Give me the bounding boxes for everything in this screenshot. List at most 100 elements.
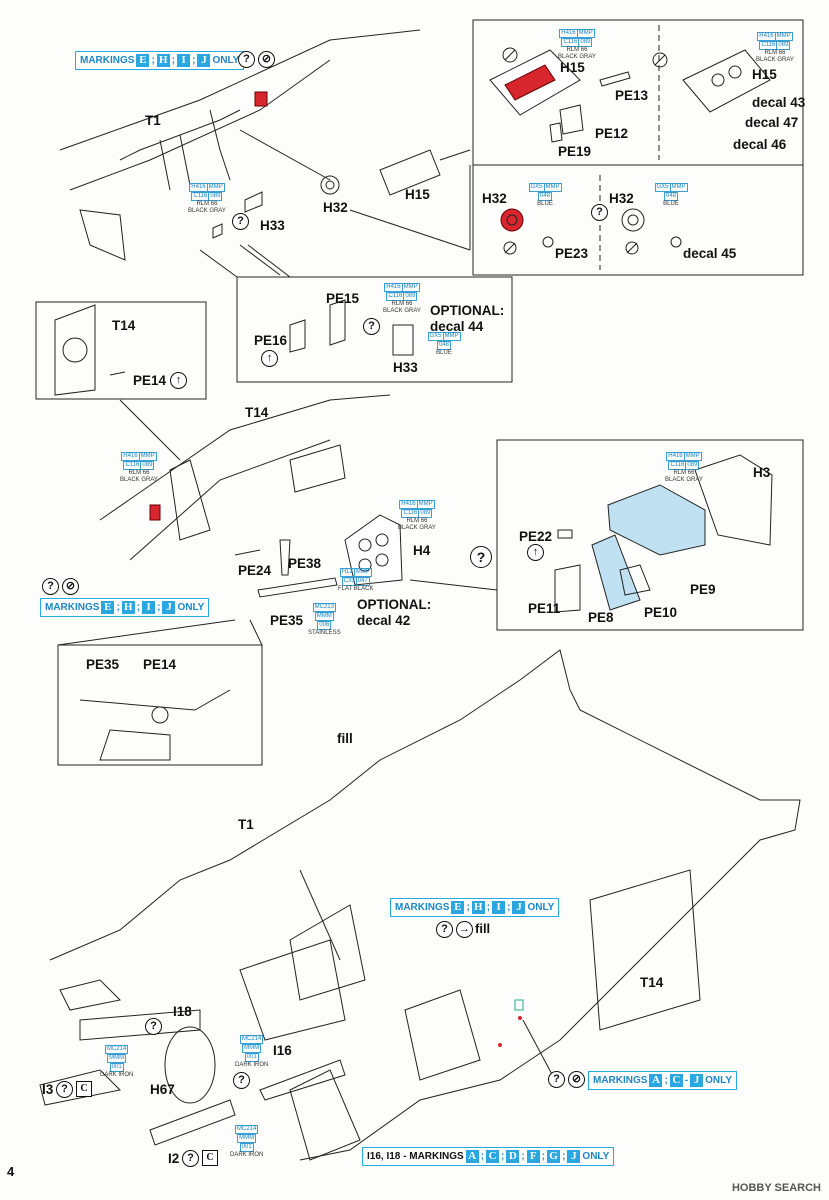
part-label: PE13 bbox=[615, 88, 649, 103]
markings-suffix: ONLY bbox=[705, 1075, 733, 1086]
part-label: H67 bbox=[150, 1082, 175, 1097]
part-label: PE19 bbox=[558, 144, 592, 159]
marking-key: A bbox=[649, 1074, 663, 1087]
arrow-up-icon: ↑ bbox=[170, 372, 187, 389]
marking-key: J bbox=[197, 54, 211, 67]
part-label: H33 bbox=[393, 360, 418, 375]
part-label: I3 bbox=[42, 1082, 54, 1097]
question-icon: ? bbox=[548, 1071, 565, 1088]
marking-key: E bbox=[101, 601, 115, 614]
question-icon: ? bbox=[470, 546, 492, 568]
no-glue-icon: ⊘ bbox=[568, 1071, 585, 1088]
part-label: T1 bbox=[145, 113, 161, 128]
part-label: I16 bbox=[273, 1043, 292, 1058]
marking-key: H bbox=[121, 601, 135, 614]
part-label: H32 bbox=[482, 191, 507, 206]
part-label: decal 47 bbox=[745, 115, 799, 130]
part-label: T1 bbox=[238, 817, 254, 832]
marking-key: H bbox=[156, 54, 170, 67]
part-label: PE35 bbox=[86, 657, 120, 672]
question-icon: ? bbox=[363, 318, 380, 335]
marking-key: C bbox=[486, 1150, 500, 1163]
arrow-up-icon: ↑ bbox=[261, 350, 278, 367]
part-label: H15 bbox=[405, 187, 430, 202]
part-label: PE14 bbox=[143, 657, 177, 672]
c-square-icon: C bbox=[202, 1150, 218, 1166]
question-icon: ? bbox=[233, 1072, 250, 1089]
part-label: fill bbox=[475, 921, 491, 936]
markings-box-top: MARKINGS E; H; I; J ONLY bbox=[75, 51, 245, 70]
markings-box-tail: MARKINGS A; C- J ONLY bbox=[588, 1071, 738, 1090]
markings-suffix: ONLY bbox=[527, 902, 555, 913]
paint-callout: MC214 MMM 001 DARK IRON bbox=[230, 1125, 264, 1158]
part-label: PE8 bbox=[588, 610, 614, 625]
part-label: fill bbox=[337, 731, 353, 746]
paint-callout: MC214 MMM 001 DARK IRON bbox=[100, 1045, 134, 1078]
marking-key: I bbox=[177, 54, 191, 67]
markings-box-bottom: I16, I18 - MARKINGS A; C; D; F; G; J ONL… bbox=[362, 1147, 615, 1166]
markings-box-middle: MARKINGS E; H; I; J ONLY bbox=[40, 598, 210, 617]
part-label: decal 45 bbox=[683, 246, 737, 261]
part-label: H15 bbox=[560, 60, 585, 75]
part-label: I2 bbox=[168, 1151, 180, 1166]
part-label: decal 42 bbox=[357, 613, 411, 628]
paint-callout: MC214 MMM 001 DARK IRON bbox=[235, 1035, 269, 1068]
marking-key: I bbox=[142, 601, 156, 614]
part-label: PE22 bbox=[519, 529, 553, 544]
markings-suffix: ONLY bbox=[582, 1151, 610, 1162]
part-label: decal 46 bbox=[733, 137, 787, 152]
part-label: OPTIONAL: bbox=[357, 597, 432, 612]
question-icon: ? bbox=[182, 1150, 199, 1167]
page-number: 4 bbox=[7, 1164, 15, 1179]
part-label: PE38 bbox=[288, 556, 322, 571]
markings-prefix: MARKINGS bbox=[80, 55, 135, 66]
part-label: PE35 bbox=[270, 613, 304, 628]
no-glue-icon: ⊘ bbox=[62, 578, 79, 595]
markings-suffix: ONLY bbox=[212, 55, 240, 66]
markings-box-lower: MARKINGS E; H; I; J ONLY bbox=[390, 898, 560, 917]
part-label: H32 bbox=[323, 200, 348, 215]
marking-key: A bbox=[465, 1150, 479, 1163]
part-label: T14 bbox=[640, 975, 664, 990]
part-label: PE14 bbox=[133, 373, 167, 388]
part-label: H33 bbox=[260, 218, 285, 233]
marking-key: E bbox=[136, 54, 150, 67]
part-label: OPTIONAL: bbox=[430, 303, 505, 318]
markings-prefix: I16, I18 - MARKINGS bbox=[367, 1151, 464, 1162]
marking-key: J bbox=[567, 1150, 581, 1163]
watermark: HOBBY SEARCH bbox=[731, 1182, 821, 1194]
arrow-up-icon: ↑ bbox=[527, 544, 544, 561]
part-label: PE23 bbox=[555, 246, 589, 261]
marking-key: J bbox=[690, 1074, 704, 1087]
marking-key: J bbox=[162, 601, 176, 614]
marking-key: J bbox=[512, 901, 526, 914]
part-label: T14 bbox=[112, 318, 136, 333]
part-label: PE11 bbox=[528, 601, 561, 616]
marking-key: D bbox=[506, 1150, 520, 1163]
marking-key: G bbox=[547, 1150, 561, 1163]
part-label: decal 43 bbox=[752, 95, 806, 110]
marking-key: F bbox=[526, 1150, 540, 1163]
markings-prefix: MARKINGS bbox=[395, 902, 450, 913]
question-icon: ? bbox=[436, 921, 453, 938]
part-label: decal 44 bbox=[430, 319, 484, 334]
markings-suffix: ONLY bbox=[177, 602, 205, 613]
part-label: PE9 bbox=[690, 582, 716, 597]
question-icon: ? bbox=[42, 578, 59, 595]
question-icon: ? bbox=[145, 1018, 162, 1035]
part-label: PE24 bbox=[238, 563, 272, 578]
c-square-icon: C bbox=[76, 1081, 92, 1097]
question-icon: ? bbox=[56, 1081, 73, 1098]
part-label: PE12 bbox=[595, 126, 629, 141]
question-icon: ? bbox=[591, 204, 608, 221]
